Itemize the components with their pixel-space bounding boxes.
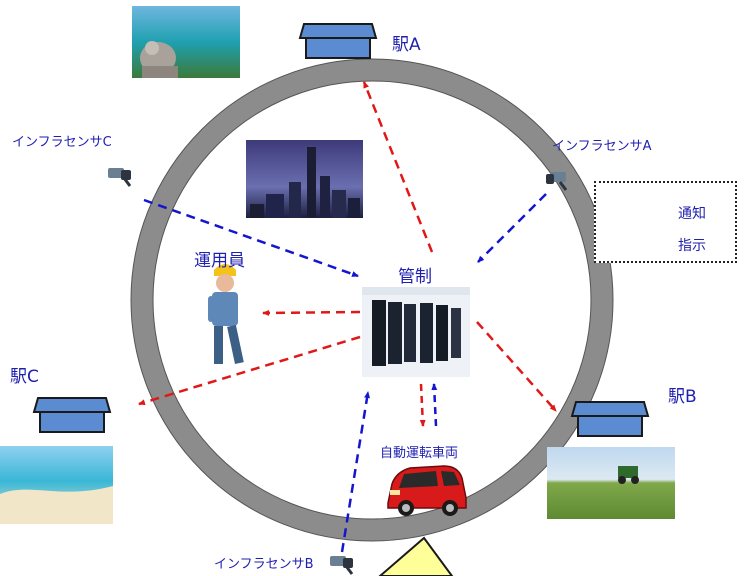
track-ring	[131, 59, 613, 541]
legend-notify-label: 通知	[678, 206, 706, 222]
track-ring-outer-edge	[130, 58, 614, 542]
instruct-arrow-station-c	[138, 335, 361, 406]
control-label: 管制	[398, 267, 432, 287]
notify-arrow-sensor-a	[477, 193, 547, 263]
camera-icon	[546, 172, 568, 191]
legend-item-notify: 通知	[668, 203, 706, 223]
station-c-icon	[32, 397, 112, 433]
operator-figure	[208, 264, 244, 365]
notify-arrow-vehicle	[431, 383, 438, 427]
instruct-arrow-vehicle	[419, 383, 426, 427]
instruct-arrow-operator	[262, 309, 361, 316]
station-b-icon	[570, 401, 650, 437]
camera-icon	[108, 168, 132, 187]
legend-instruct-label: 指示	[678, 238, 706, 254]
photo-city-night	[246, 140, 363, 218]
station-b-label: 駅B	[668, 387, 697, 407]
callout-bubble	[378, 536, 454, 576]
legend-item-instruct: 指示	[668, 235, 706, 255]
sensor-b-label: インフラセンサB	[214, 557, 314, 572]
photo-farm-field	[547, 447, 675, 519]
operator-label: 運用員	[194, 251, 245, 271]
photo-server-room	[362, 287, 470, 377]
notify-arrow-sensor-b	[340, 391, 370, 553]
camera-icon	[330, 556, 354, 575]
instruct-arrow-station-b	[476, 321, 557, 412]
station-c-label: 駅C	[10, 367, 39, 387]
vehicle-icon	[387, 465, 467, 516]
station-a-icon	[298, 23, 378, 59]
track-ring-inner-edge	[152, 80, 592, 520]
station-a-label: 駅A	[392, 35, 421, 55]
photo-okinawa-shisa	[132, 6, 240, 78]
sensor-c-label: インフラセンサC	[12, 135, 112, 150]
photo-beach	[0, 446, 113, 524]
sensor-a-label: インフラセンサA	[552, 139, 652, 154]
vehicle-label: 自動運転車両	[380, 446, 459, 461]
instruct-arrow-station-a	[362, 81, 434, 253]
notify-arrow-sensor-c	[143, 198, 359, 278]
legend-box: 通知 指示	[594, 181, 737, 263]
